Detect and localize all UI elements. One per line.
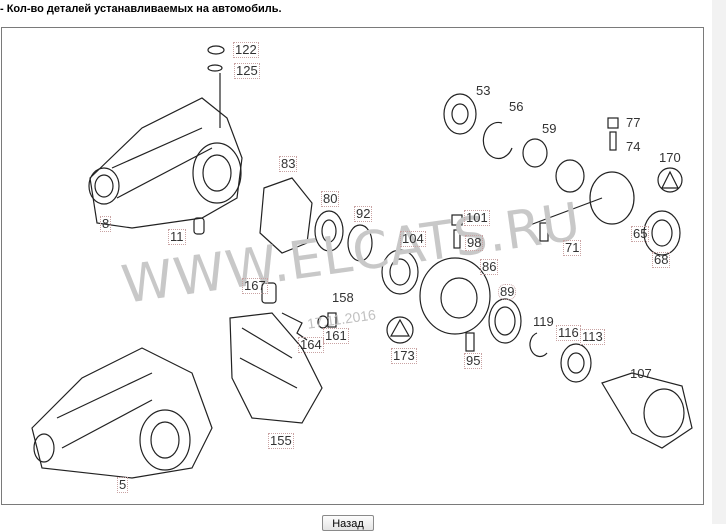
part-label-89[interactable]: 89 <box>498 284 517 300</box>
part-label-170[interactable]: 170 <box>659 150 681 165</box>
part-label-80[interactable]: 80 <box>321 191 340 207</box>
part-label-71[interactable]: 71 <box>563 240 582 256</box>
part-label-77[interactable]: 77 <box>626 115 641 130</box>
parts-diagram: WWW.ELCATS.RU 17.11.2016 122 125 53 56 5… <box>1 27 704 505</box>
part-label-86[interactable]: 86 <box>480 259 499 275</box>
part-label-125[interactable]: 125 <box>234 63 260 79</box>
back-button[interactable]: Назад <box>322 515 374 531</box>
part-label-83[interactable]: 83 <box>279 156 298 172</box>
part-label-116[interactable]: 116 <box>556 325 581 341</box>
part-label-8[interactable]: 8 <box>100 216 112 232</box>
part-label-74[interactable]: 74 <box>626 139 641 154</box>
part-label-158[interactable]: 158 <box>332 290 354 305</box>
part-label-95[interactable]: 95 <box>464 353 483 369</box>
part-label-92[interactable]: 92 <box>354 206 373 222</box>
part-label-122[interactable]: 122 <box>233 42 259 58</box>
part-label-11[interactable]: 11 <box>168 229 186 245</box>
part-label-98[interactable]: 98 <box>465 235 484 251</box>
part-label-173[interactable]: 173 <box>391 348 417 364</box>
part-label-56[interactable]: 56 <box>509 99 524 114</box>
page-header: - Кол-во деталей устанавливаемых на авто… <box>0 3 282 15</box>
part-label-68[interactable]: 68 <box>652 252 671 268</box>
part-label-155[interactable]: 155 <box>268 433 294 449</box>
part-label-53[interactable]: 53 <box>476 83 491 98</box>
part-label-104[interactable]: 104 <box>400 231 426 247</box>
vertical-scrollbar[interactable] <box>712 0 726 524</box>
part-label-107[interactable]: 107 <box>630 366 652 381</box>
part-label-119[interactable]: 119 <box>533 314 554 329</box>
part-label-161[interactable]: 161 <box>323 328 349 344</box>
part-label-167[interactable]: 167 <box>242 278 268 294</box>
diagram-drawing <box>31 45 693 479</box>
part-label-113[interactable]: 113 <box>580 329 605 345</box>
part-label-65[interactable]: 65 <box>631 226 650 242</box>
part-label-164[interactable]: 164 <box>298 337 324 353</box>
part-label-59[interactable]: 59 <box>542 121 557 136</box>
part-label-101[interactable]: 101 <box>464 210 490 226</box>
part-label-5[interactable]: 5 <box>117 477 129 493</box>
